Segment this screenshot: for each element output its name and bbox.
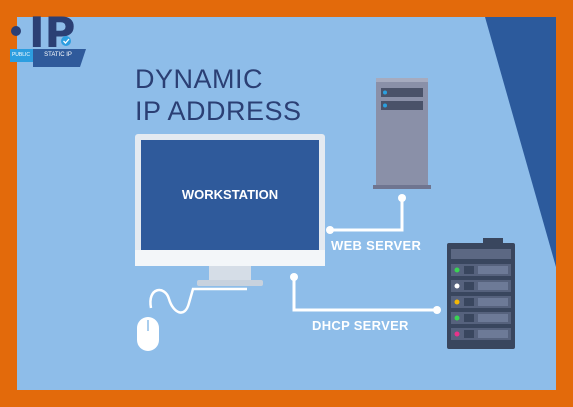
workstation-monitor: WORKSTATION [135,134,325,286]
monitor-icon [135,134,325,286]
web-server-icon [373,78,431,189]
dhcp-server-icon [447,238,515,349]
cable-web-server [330,198,404,232]
mouse-cable [149,287,247,314]
cable-node [398,194,406,202]
page-title: DYNAMIC IP ADDRESS [135,63,302,127]
cable-node [326,226,334,234]
dhcp-server-label: DHCP SERVER [312,318,409,333]
title-line-2: IP ADDRESS [135,96,302,126]
workstation-label: WORKSTATION [181,187,279,202]
svg-text:IP: IP [29,8,75,57]
hardware-icons [137,78,515,351]
title-line-1: DYNAMIC [135,64,264,94]
cable-node [433,306,441,314]
logo-tag-left: PUBLIC [11,52,31,58]
illustration-panel: DYNAMIC IP ADDRESS WORKSTATION [17,17,556,390]
watermark-logo: IP PUBLIC STATIC IP [0,0,100,75]
web-server-label: WEB SERVER [331,238,422,253]
ip-logo-icon: IP [10,8,86,67]
diagonal-stripe [485,17,556,267]
mouse-icon [137,317,159,351]
network-cables [149,194,441,314]
cable-dhcp-server [292,277,437,312]
cable-node [290,273,298,281]
logo-tag-right: STATIC IP [44,52,72,58]
